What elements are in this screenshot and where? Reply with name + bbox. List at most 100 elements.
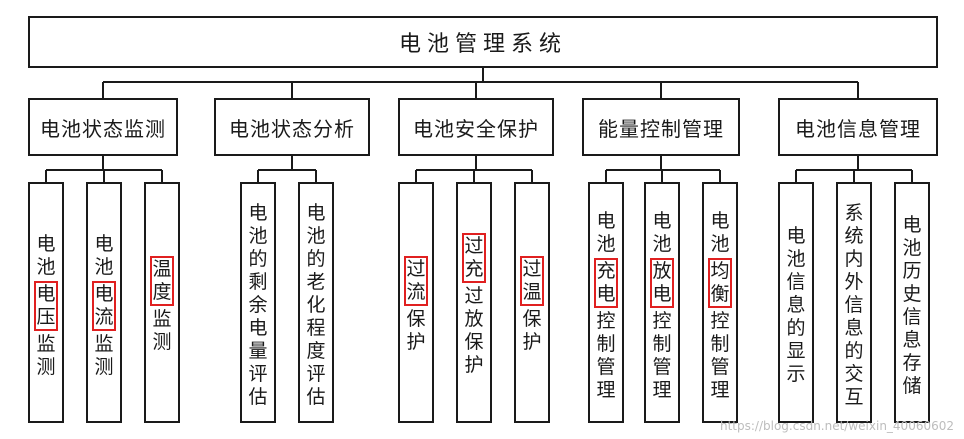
label-char: 池	[710, 232, 730, 255]
label-char: 信	[902, 305, 922, 328]
label-char: 过	[464, 284, 484, 307]
label-char: 池	[94, 255, 114, 278]
leaf-node-2-2: 电池的老化程度评估	[298, 182, 334, 423]
label-char: 监	[94, 332, 114, 355]
label-char: 息	[786, 294, 806, 316]
label-char: 互	[844, 386, 864, 408]
leaf-label: 过充过放保护	[462, 232, 486, 377]
label-char: 监	[36, 332, 56, 355]
category-node-5: 电池信息管理	[778, 98, 938, 156]
label-char: 制	[652, 332, 672, 355]
label-line: 电池的剩余电量评估	[248, 202, 268, 409]
watermark: https://blog.csdn.net/weixin_40060602	[719, 419, 954, 433]
label-char: 历	[902, 259, 922, 282]
label-char: 测	[36, 355, 56, 378]
leaf-node-4-2: 电池放电控制管理	[644, 182, 680, 423]
label-char: 池	[36, 255, 56, 278]
label-char: 电	[652, 282, 672, 305]
leaf-node-2-1: 电池的剩余电量评估	[240, 182, 276, 423]
label-char: 存	[902, 351, 922, 374]
highlighted-term: 温度	[150, 255, 174, 306]
leaf-label: 电池充电控制管理	[594, 209, 618, 402]
leaf-node-3-1: 过流保护	[398, 182, 434, 423]
label-char: 电	[596, 209, 616, 232]
label-line: 过放保护	[464, 285, 484, 377]
leaf-node-3-2: 过充过放保护	[456, 182, 492, 423]
label-char: 电	[710, 209, 730, 232]
highlighted-term: 充电	[594, 257, 618, 308]
category-node-1: 电池状态监测	[28, 98, 178, 156]
label-char: 信	[844, 294, 864, 316]
leaf-label: 过温保护	[520, 255, 544, 354]
label-char: 护	[464, 353, 484, 376]
leaf-label: 电池信息的显示	[786, 225, 806, 386]
label-char: 放	[464, 307, 484, 330]
label-char: 度	[306, 340, 326, 362]
label-char: 度	[152, 280, 172, 303]
label-char: 池	[306, 225, 326, 247]
leaf-label: 电池放电控制管理	[650, 209, 674, 402]
leaf-node-5-2: 系统内外信息的交互	[836, 182, 872, 423]
label-char: 制	[596, 332, 616, 355]
leaf-node-4-3: 电池均衡控制管理	[702, 182, 738, 423]
label-char: 电	[94, 232, 114, 255]
leaf-node-4-1: 电池充电控制管理	[588, 182, 624, 423]
label-char: 保	[522, 307, 542, 330]
label-char: 控	[596, 309, 616, 332]
label-char: 电	[306, 202, 326, 224]
label-char: 电	[248, 317, 268, 339]
label-char: 电	[36, 282, 56, 305]
label-char: 管	[596, 355, 616, 378]
label-char: 充	[596, 259, 616, 282]
label-line: 监测	[152, 308, 172, 354]
label-char: 制	[710, 332, 730, 355]
leaf-node-5-1: 电池信息的显示	[778, 182, 814, 423]
category-node-2: 电池状态分析	[214, 98, 370, 156]
label-char: 估	[248, 386, 268, 408]
label-char: 程	[306, 317, 326, 339]
label-line: 电池	[36, 233, 56, 279]
category-label: 电池状态监测	[40, 116, 166, 141]
label-char: 息	[902, 328, 922, 351]
label-char: 电	[902, 213, 922, 236]
label-char: 电	[786, 225, 806, 247]
label-line: 电池的老化程度评估	[306, 202, 326, 409]
label-char: 温	[152, 257, 172, 280]
highlighted-term: 过温	[520, 255, 544, 306]
label-char: 测	[94, 355, 114, 378]
highlighted-term: 放电	[650, 257, 674, 308]
label-char: 的	[306, 248, 326, 270]
leaf-label: 电池电压监测	[34, 233, 58, 379]
label-char: 过	[522, 257, 542, 280]
label-char: 的	[248, 248, 268, 270]
category-node-3: 电池安全保护	[398, 98, 554, 156]
label-char: 统	[844, 225, 864, 247]
label-char: 评	[306, 363, 326, 385]
label-char: 示	[786, 363, 806, 385]
label-char: 剩	[248, 271, 268, 293]
label-char: 电	[652, 209, 672, 232]
label-line: 电池信息的显示	[786, 225, 806, 386]
highlighted-term: 过充	[462, 232, 486, 283]
root-label: 电池管理系统	[398, 32, 567, 57]
label-char: 均	[710, 259, 730, 282]
label-char: 保	[406, 307, 426, 330]
leaf-label: 系统内外信息的交互	[844, 202, 864, 409]
label-char: 池	[596, 232, 616, 255]
label-char: 系	[844, 202, 864, 224]
label-char: 量	[248, 340, 268, 362]
label-line: 保护	[522, 308, 542, 354]
label-char: 储	[902, 374, 922, 397]
category-label: 能量控制管理	[598, 116, 724, 141]
label-char: 信	[786, 271, 806, 293]
label-line: 电池历史信息存储	[902, 214, 922, 398]
root-node: 电池管理系统	[28, 16, 938, 68]
highlighted-term: 均衡	[708, 257, 732, 308]
label-char: 过	[464, 234, 484, 257]
label-char: 估	[306, 386, 326, 408]
label-char: 监	[152, 307, 172, 330]
label-char: 衡	[710, 282, 730, 305]
label-char: 测	[152, 330, 172, 353]
label-char: 的	[786, 317, 806, 339]
